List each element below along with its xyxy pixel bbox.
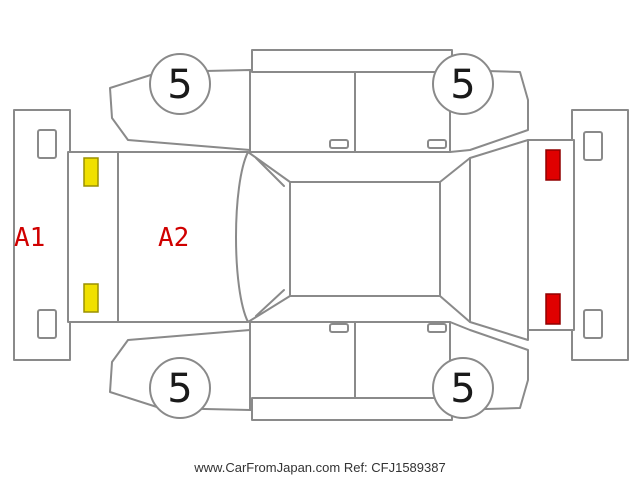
front-left-lamp <box>83 157 99 187</box>
reference-footer: www.CarFromJapan.com Ref: CFJ1589387 <box>193 460 445 475</box>
damage-code-front-bumper: A1 <box>14 223 45 253</box>
front-right-lamp <box>83 283 99 313</box>
tyre-front-left: 5 <box>149 53 211 115</box>
damage-code-hood: A2 <box>158 223 189 253</box>
tyre-tread-rear-right: 5 <box>450 366 475 412</box>
right-side-body <box>109 321 529 421</box>
tyre-front-right: 5 <box>149 357 211 419</box>
front-bumper <box>13 109 71 361</box>
rear-left-lamp <box>545 149 561 181</box>
cabin <box>235 151 471 323</box>
rear-bumper <box>571 109 629 361</box>
tyre-rear-left: 5 <box>432 53 494 115</box>
tyre-tread-front-left: 5 <box>167 62 192 108</box>
tyre-tread-front-right: 5 <box>167 366 192 412</box>
tyre-tread-rear-left: 5 <box>450 62 475 108</box>
tyre-rear-right: 5 <box>432 357 494 419</box>
rear-right-lamp <box>545 293 561 325</box>
